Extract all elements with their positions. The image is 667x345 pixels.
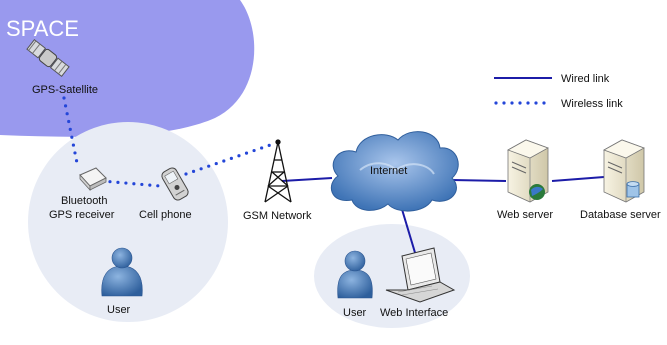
cell-phone-icon <box>161 167 189 201</box>
internet-label: Internet <box>370 165 407 177</box>
user-right-label: User <box>343 307 367 319</box>
gps-receiver-label-line1: Bluetooth <box>61 195 107 207</box>
laptop-icon <box>385 247 456 303</box>
database-server-icon <box>603 139 645 203</box>
user-left-label: User <box>107 304 131 316</box>
internet-cloud-icon <box>330 131 459 212</box>
satellite-label: GPS-Satellite <box>32 84 98 96</box>
legend-wired-label: Wired link <box>561 73 610 85</box>
space-zone <box>0 0 255 137</box>
user-icon-left <box>101 247 143 297</box>
web-server-icon <box>507 139 549 203</box>
web-interface-label: Web Interface <box>380 307 448 319</box>
cell-phone-label: Cell phone <box>139 209 192 221</box>
legend-wireless-label: Wireless link <box>561 98 623 110</box>
gps-receiver-label-line2: GPS receiver <box>49 209 115 221</box>
web-server-label: Web server <box>497 209 553 221</box>
wireless-links <box>62 96 278 188</box>
wired-link-webserver-db <box>551 176 605 182</box>
satellite-icon <box>26 39 70 77</box>
gps-receiver-icon <box>79 167 107 192</box>
legend: Wired link Wireless link <box>494 73 623 110</box>
wired-link-gsm-internet <box>281 177 333 182</box>
gsm-tower-icon <box>264 139 292 203</box>
wired-link-internet-webserver <box>451 179 507 182</box>
space-label: SPACE <box>6 16 79 41</box>
user-icon-right <box>337 250 373 299</box>
gsm-label: GSM Network <box>243 210 312 222</box>
wireless-link-receiver-phone <box>100 179 162 188</box>
wireless-link-phone-gsm <box>184 141 278 176</box>
database-server-label: Database server <box>580 209 661 221</box>
mobile-user-zone <box>28 122 228 322</box>
